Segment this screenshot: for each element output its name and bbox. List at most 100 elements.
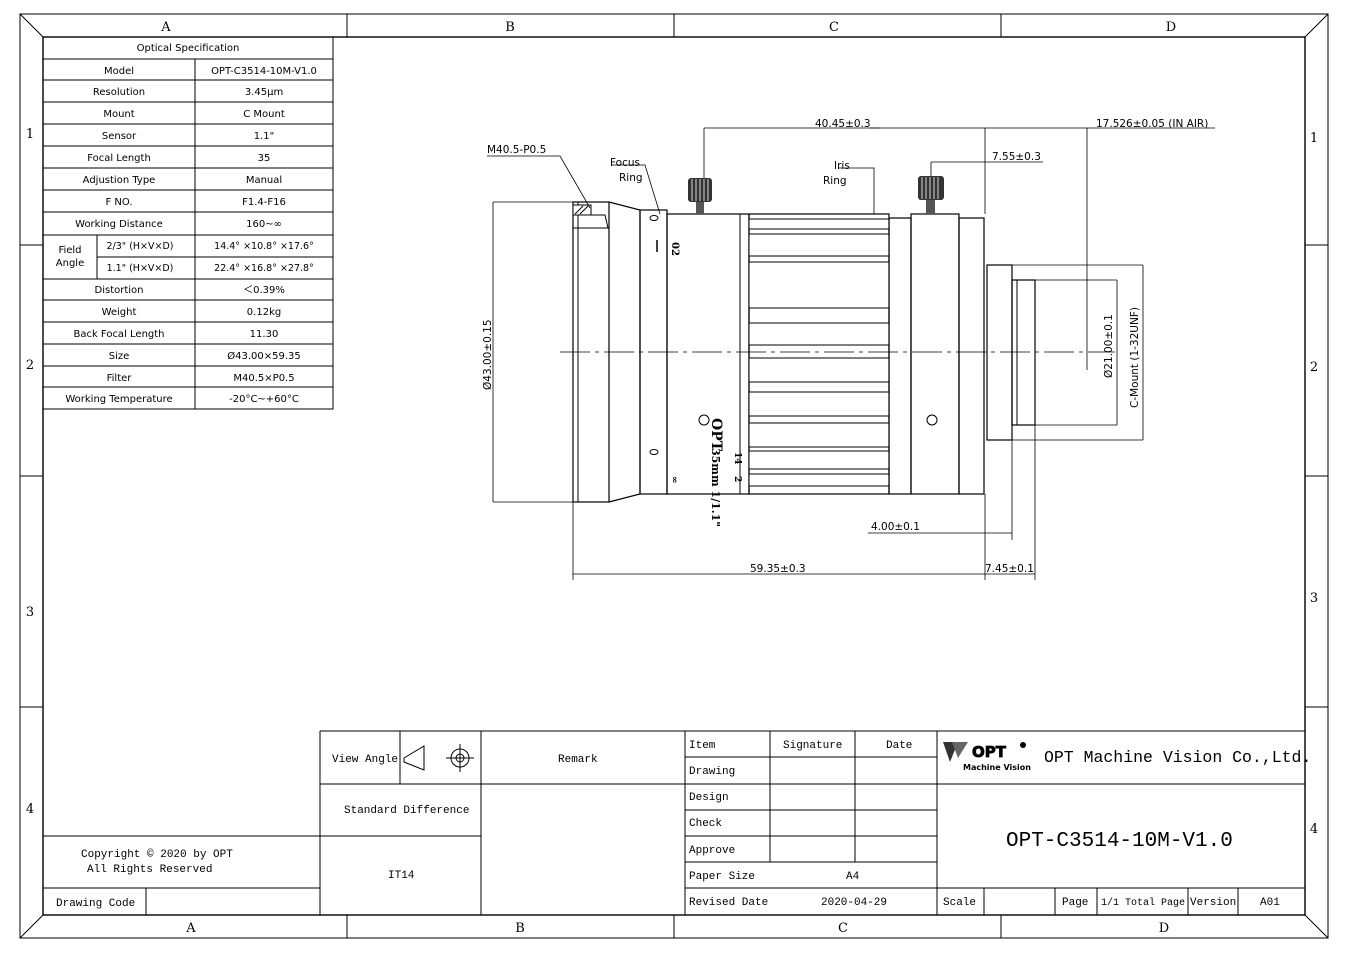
field-angle-label: Field [58,245,81,256]
dim-flange-distance: 17.526±0.05 (IN AIR) [1096,118,1208,130]
spec-label: Working Distance [75,219,163,230]
scale-label: Scale [943,897,976,909]
copyright-line-1: Copyright © 2020 by OPT [81,849,233,861]
field-angle-value: 22.4° ×16.8° ×27.8° [214,263,314,274]
sheet-frame [19,13,1329,939]
spec-label: Working Temperature [65,394,172,405]
title-block-text: View Angle Remark Standard Difference IT… [56,740,1311,910]
col-label-top: B [505,20,515,35]
spec-value: C Mount [243,109,285,120]
field-angle-label: Angle [56,258,84,269]
spec-value: 35 [258,153,271,164]
spec-label: Weight [102,307,137,318]
focus-ring-label: Focus [610,157,640,169]
row-label-left: 1 [26,127,34,142]
row-label-right: 1 [1310,131,1318,146]
dim-back-length: 7.45±0.1 [985,563,1034,575]
dim-mount-length: 4.00±0.1 [871,521,920,533]
spec-label: Filter [107,373,133,384]
col-label-bottom: B [515,921,525,936]
field-angle-sub: 2/3" (H×V×D) [107,241,174,252]
focus-scale-mark: ∞ [669,476,679,484]
date-header: Date [886,740,912,752]
row-label-right: 4 [1310,822,1318,837]
dimension-labels: 40.45±0.3 17.526±0.05 (IN AIR) 7.55±0.3 … [482,118,1208,575]
view-angle-cone-icon [403,745,425,771]
spec-label: Mount [103,109,134,120]
c-mount-flange [986,264,1013,441]
spec-table [42,36,334,410]
paper-size-label: Paper Size [689,871,755,883]
spec-label: Resolution [93,87,145,98]
row-label-left: 4 [26,802,34,817]
barrel-model-text: 35mm 1/1.1" [709,448,722,527]
paper-size-value: A4 [846,871,860,883]
spec-label: Model [104,66,134,77]
spec-title: Optical Specification [137,43,240,54]
iris-lock-screw [918,176,944,200]
item-header: Item [689,740,716,752]
field-angle-sub: 1.1" (H×V×D) [107,263,174,274]
spec-value: M40.5×P0.5 [233,373,294,384]
focus-scale-mark: 02 [669,242,680,256]
spec-value: Manual [246,175,282,186]
spec-value: 3.45μm [245,87,283,98]
spec-label: Back Focal Length [73,329,164,340]
row-label-right: 2 [1310,360,1318,375]
front-filter-section [572,201,610,503]
drawing-code-label: Drawing Code [56,898,135,910]
lens-drawing: OPT 35mm 1/1.1" 02 14 2 ∞ [560,176,1115,527]
dim-mount-diameter: Ø21.00±0.1 [1103,314,1115,378]
spec-value: -20°C~+60°C [229,394,299,405]
barrel-brand-text: OPT [708,418,724,452]
col-label-bottom: A [185,921,196,936]
col-label-bottom: D [1159,921,1169,936]
row-label-left: 3 [26,605,34,620]
zone-labels: A B C D A B C D 1 2 3 4 1 2 3 4 [26,20,1318,936]
row-label-left: 2 [26,358,34,373]
design-row-label: Design [689,792,729,804]
col-label-top: A [160,20,171,35]
col-label-bottom: C [838,921,848,936]
focus-ring-label: Ring [619,172,643,184]
page-label: Page [1062,897,1088,909]
mount-thread-label: C-Mount (1-32UNF) [1129,307,1141,408]
c-mount-thread [1011,279,1036,426]
iris-lock-hole [926,414,938,426]
total-page-label: 1/1 Total Page [1101,897,1185,909]
rear-barrel [910,213,960,495]
iris-scale-mark: 2 [732,476,742,482]
signature-header: Signature [783,740,842,752]
spec-label: Size [109,351,130,362]
dim-iris-screw: 7.55±0.3 [992,151,1041,163]
spec-value: 160~∞ [246,219,282,230]
copyright-line-2: All Rights Reserved [87,864,212,876]
col-label-top: D [1166,20,1176,35]
spec-value: 11.30 [250,329,279,340]
company-logo: OPT Machine Vision [943,742,1031,772]
remark-label: Remark [558,754,598,766]
version-value: A01 [1260,897,1280,909]
row-label-right: 3 [1310,591,1318,606]
spec-table-text: Optical Specification Model OPT-C3514-10… [56,43,317,405]
view-angle-label: View Angle [332,754,398,766]
dim-total-length: 59.35±0.3 [750,563,806,575]
spec-value: F1.4-F16 [242,197,286,208]
logo-text: OPT [972,743,1007,761]
standard-difference-label: Standard Difference [344,805,469,817]
iris-ring-label: Ring [823,175,847,187]
spec-label: Distortion [95,285,144,296]
iris-scale-mark: 14 [732,452,742,465]
drawing-row-label: Drawing [689,766,735,778]
field-angle-value: 14.4° ×10.8° ×17.6° [214,241,314,252]
dimensions [487,127,1215,580]
focus-lock-hole [698,414,710,426]
dim-length-focus-screw: 40.45±0.3 [815,118,871,130]
dim-outer-diameter: Ø43.00±0.15 [482,319,494,390]
iris-ring-label: Iris [834,160,850,172]
version-label: Version [1190,897,1236,909]
filter-thread-label: M40.5-P0.5 [487,144,546,156]
part-number: OPT-C3514-10M-V1.0 [1006,830,1233,853]
spec-label: Focal Length [87,153,151,164]
